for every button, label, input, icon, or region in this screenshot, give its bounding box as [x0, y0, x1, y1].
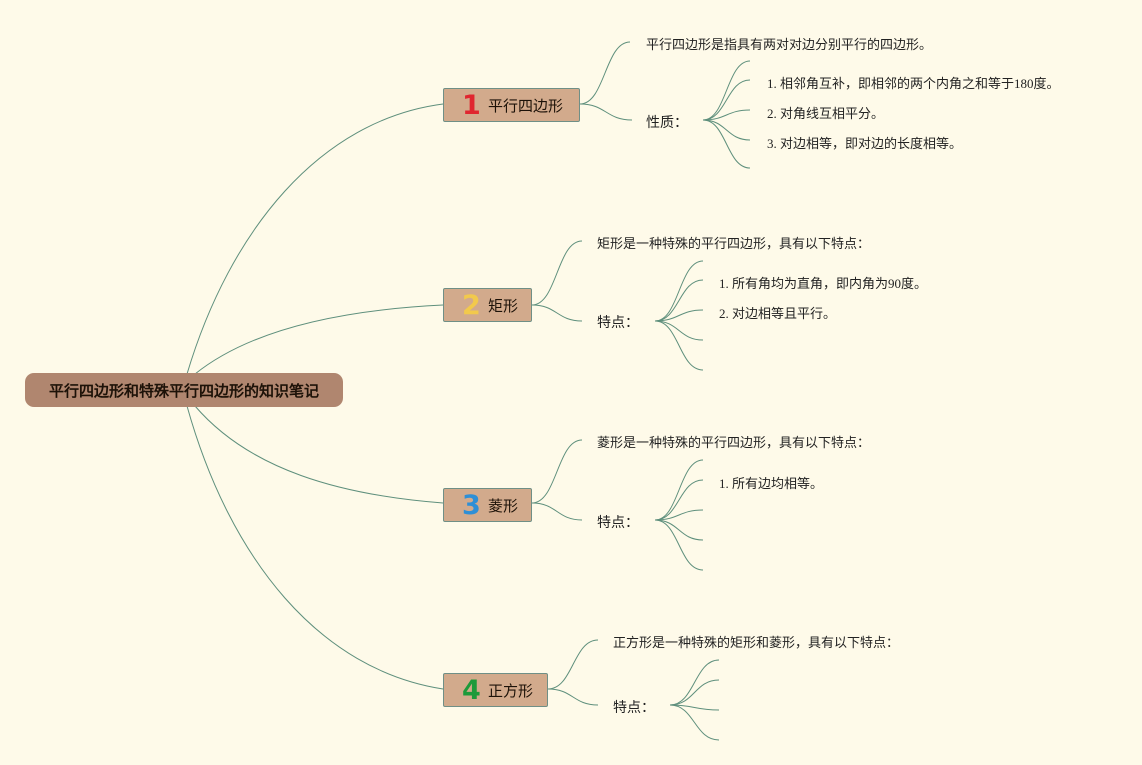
- sublabel-to-item-line: [702, 60, 751, 121]
- sub-label: 特点：: [597, 515, 639, 531]
- definition-text: 菱形是一种特殊的平行四边形，具有以下特点：: [597, 435, 871, 450]
- sub-label: 特点：: [613, 700, 655, 716]
- sublabel-to-item-line: [702, 119, 751, 141]
- root-to-branch-line: [186, 405, 444, 690]
- root-topic-label: 平行四边形和特殊平行四边形的知识笔记: [48, 381, 319, 400]
- sublabel-to-item-line: [654, 309, 704, 322]
- branch-to-definition-line: [579, 41, 631, 105]
- number-3-icon: 3: [462, 489, 481, 521]
- sublabel-to-item-line: [654, 279, 704, 322]
- branch-label: 平行四边形: [488, 96, 564, 115]
- number-1-icon: 1: [462, 89, 481, 121]
- sub-label: 性质：: [646, 115, 688, 131]
- branch-parallelogram[interactable]: 1 平行四边形: [443, 88, 580, 122]
- sublabel-to-item-line: [702, 109, 751, 121]
- branch-label: 正方形: [488, 681, 534, 700]
- branch-to-definition-line: [531, 240, 583, 306]
- branch-to-definition-line: [531, 439, 583, 504]
- sublabel-to-item-line: [654, 260, 704, 322]
- sublabel-to-item-line: [702, 79, 751, 121]
- branch-to-sublabel-line: [531, 502, 583, 521]
- sublabel-to-item-line: [654, 320, 704, 371]
- branch-rhombus[interactable]: 3 菱形: [443, 488, 532, 522]
- root-to-branch-line: [194, 304, 444, 375]
- sublabel-to-item-line: [702, 119, 751, 169]
- branch-to-sublabel-line: [579, 103, 633, 121]
- feature-item: 1. 所有边均相等。: [719, 476, 824, 491]
- number-2-icon: 2: [462, 289, 481, 321]
- sublabel-to-item-line: [669, 704, 720, 741]
- sub-label: 特点：: [597, 315, 639, 331]
- sublabel-to-item-line: [654, 519, 704, 541]
- branch-to-definition-line: [547, 639, 599, 690]
- sublabel-to-item-line: [654, 509, 704, 521]
- sublabel-to-item-line: [654, 519, 704, 571]
- feature-item: 1. 所有角均为直角，即内角为90度。: [719, 276, 928, 291]
- property-item: 3. 对边相等，即对边的长度相等。: [767, 136, 963, 151]
- branch-to-sublabel-line: [531, 304, 583, 322]
- sublabel-to-item-line: [654, 320, 704, 341]
- root-to-branch-line: [194, 405, 444, 504]
- sublabel-to-item-line: [669, 679, 720, 706]
- branch-rectangle[interactable]: 2 矩形: [443, 288, 532, 322]
- sublabel-to-item-line: [669, 659, 720, 706]
- sublabel-to-item-line: [654, 459, 704, 521]
- definition-text: 平行四边形是指具有两对对边分别平行的四边形。: [646, 37, 933, 52]
- property-item: 2. 对角线互相平分。: [767, 106, 885, 121]
- root-to-branch-line: [186, 103, 444, 375]
- definition-text: 正方形是一种特殊的矩形和菱形，具有以下特点：: [613, 635, 900, 650]
- definition-text: 矩形是一种特殊的平行四边形，具有以下特点：: [597, 236, 871, 251]
- number-4-icon: 4: [462, 674, 481, 706]
- sublabel-to-item-line: [654, 479, 704, 521]
- branch-to-sublabel-line: [547, 688, 599, 706]
- root-topic[interactable]: 平行四边形和特殊平行四边形的知识笔记: [25, 373, 343, 407]
- branch-square[interactable]: 4 正方形: [443, 673, 548, 707]
- branch-label: 矩形: [488, 296, 519, 315]
- feature-item: 2. 对边相等且平行。: [719, 306, 837, 321]
- property-item: 1. 相邻角互补，即相邻的两个内角之和等于180度。: [767, 76, 1060, 91]
- branch-label: 菱形: [488, 496, 519, 515]
